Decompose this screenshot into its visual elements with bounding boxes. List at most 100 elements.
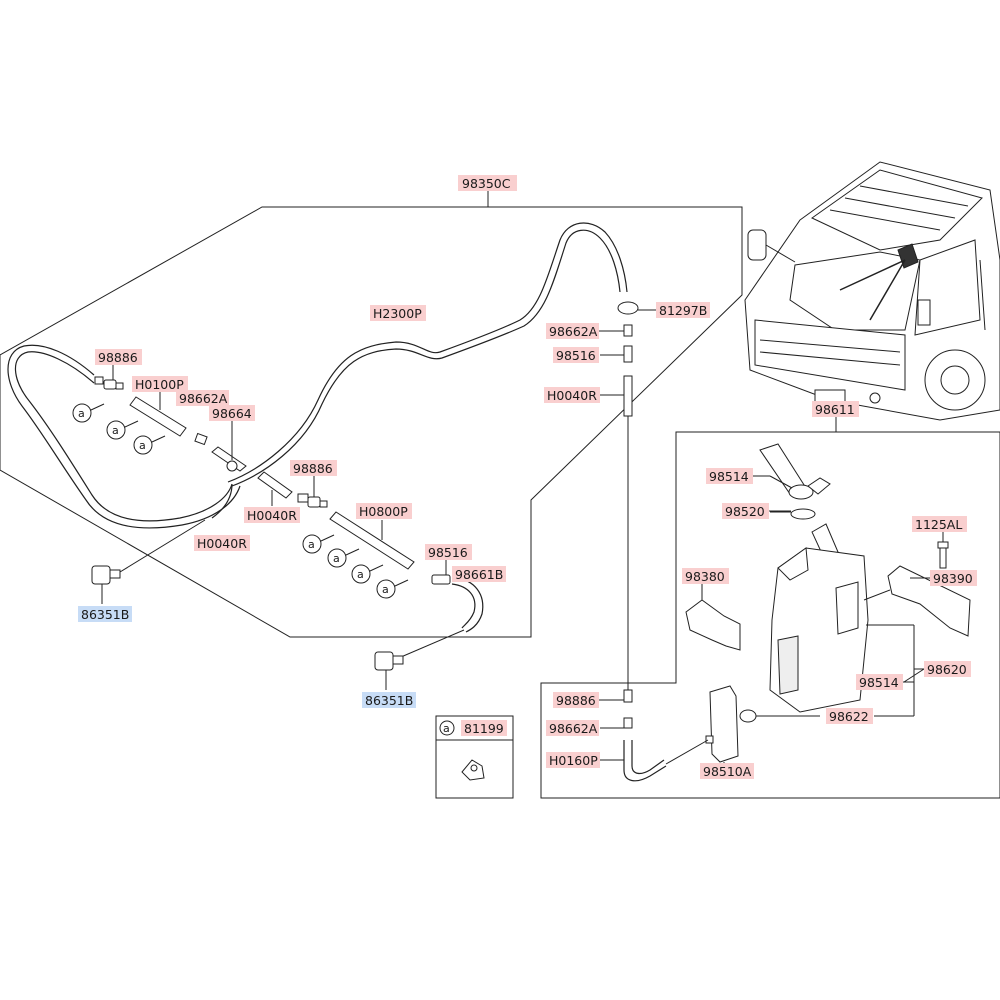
clip-86351b-bottom-shape: [374, 651, 404, 690]
part-label-bg: [176, 390, 229, 406]
hose-h0800p-shape: [329, 511, 415, 570]
callout-a-3: a: [139, 439, 146, 452]
label-98664[interactable]: 98664: [212, 406, 252, 421]
bracket-98380-shape: [685, 583, 741, 651]
tee-98664-shape: [211, 418, 247, 472]
joint-98662a-left-shape: [194, 432, 208, 446]
hose-h0100p-shape: [129, 390, 187, 437]
hose-h0040r-mid-shape: [257, 471, 293, 506]
label-98620[interactable]: 98620: [927, 662, 967, 677]
label-98390[interactable]: 98390: [933, 571, 973, 586]
pump-98510a-shape: [705, 685, 757, 770]
clip-86351b-left-shape: [91, 565, 121, 604]
part-label-bg: [95, 349, 142, 365]
part-label-bg: [546, 720, 599, 736]
part-label-bg: [553, 347, 599, 363]
part-label-bg: [132, 376, 188, 392]
label-98350c[interactable]: 98350C: [462, 176, 511, 191]
part-label-bg: [826, 708, 873, 724]
part-label-bg: [912, 516, 967, 532]
label-98662a-bottom[interactable]: 98662A: [549, 721, 598, 736]
part-label-bg: [924, 661, 971, 677]
filler-neck-shape: [759, 443, 839, 559]
label-98516-left[interactable]: 98516: [428, 545, 468, 560]
leader-lines-right: [756, 624, 925, 717]
truck-illustration: [744, 161, 1000, 421]
nozzle-98886-mid: [297, 475, 328, 508]
part-label-bg: [656, 302, 710, 318]
label-98886-mid[interactable]: 98886: [293, 461, 333, 476]
label-81199[interactable]: 81199: [464, 721, 504, 736]
label-81297b[interactable]: 81297B: [659, 303, 707, 318]
label-h0160p[interactable]: H0160P: [549, 753, 598, 768]
label-98510a[interactable]: 98510A: [703, 764, 752, 779]
label-h0040r-mid[interactable]: H0040R: [247, 508, 297, 523]
nozzle-98886-left: [94, 363, 124, 390]
label-leaders: [599, 330, 914, 701]
part-label-bg: [553, 692, 599, 708]
part-label-bg: [209, 405, 255, 421]
label-98886-left[interactable]: 98886: [98, 350, 138, 365]
part-label-bg: [546, 323, 599, 339]
part-label-bg: [700, 763, 754, 779]
callout-a-7: a: [382, 583, 389, 596]
valve-98516-left-shape: [431, 560, 451, 585]
hose-left-loop: [14, 351, 233, 522]
part-label-bg: [461, 720, 507, 736]
service-label-bg: [78, 606, 132, 622]
legend-symbol: a: [443, 722, 450, 735]
part-label-bg: [452, 566, 506, 582]
callout-a-group-mid: [302, 534, 409, 599]
label-98514-top[interactable]: 98514: [709, 469, 749, 484]
callout-a-2: a: [112, 424, 119, 437]
assembly-outline-98350c: [0, 191, 743, 638]
callout-a-1: a: [78, 407, 85, 420]
label-86351b-left[interactable]: 86351B: [81, 607, 129, 622]
callout-a-group-left: [72, 403, 166, 455]
label-98516-top[interactable]: 98516: [556, 348, 596, 363]
part-label-bg: [370, 305, 426, 321]
label-98622[interactable]: 98622: [829, 709, 869, 724]
callout-a-5: a: [333, 552, 340, 565]
hose-98661b-shape: [451, 583, 476, 629]
label-1125al[interactable]: 1125AL: [915, 517, 962, 532]
label-98661b[interactable]: 98661B: [455, 567, 503, 582]
label-h2300p[interactable]: H2300P: [373, 306, 422, 321]
part-label-bg: [544, 387, 600, 403]
label-h0100p[interactable]: H0100P: [135, 377, 184, 392]
callout-a-4: a: [308, 538, 315, 551]
hose-h0160p-shape: [623, 740, 667, 782]
part-label-bg: [458, 175, 517, 191]
label-98886-bottom[interactable]: 98886: [556, 693, 596, 708]
label-98611[interactable]: 98611: [815, 402, 855, 417]
label-h0800p[interactable]: H0800P: [359, 504, 408, 519]
service-label-bg: [362, 692, 416, 708]
part-labels: 98350C 98886 H0100P 98662A 98664 H2300P …: [78, 175, 977, 779]
callout-a-6: a: [357, 568, 364, 581]
label-98662a-left[interactable]: 98662A: [179, 391, 228, 406]
label-h0040r-left[interactable]: H0040R: [197, 536, 247, 551]
label-98514-side[interactable]: 98514: [859, 675, 899, 690]
label-h0040r-top[interactable]: H0040R: [547, 388, 597, 403]
part-label-bg: [682, 568, 729, 584]
label-98520[interactable]: 98520: [725, 504, 765, 519]
bottom-vertical-stack: [600, 689, 633, 761]
part-label-bg: [722, 503, 769, 519]
part-label-bg: [425, 544, 472, 560]
label-98380[interactable]: 98380: [685, 569, 725, 584]
part-label-bg: [244, 507, 300, 523]
part-label-bg: [856, 674, 903, 690]
part-label-bg: [706, 468, 753, 484]
hose-h2300p-shape: [227, 222, 628, 483]
washer-tank-shape: [769, 547, 891, 713]
top-vertical-stack: [600, 301, 656, 690]
part-label-bg: [290, 460, 337, 476]
label-98662a-top[interactable]: 98662A: [549, 324, 598, 339]
part-label-bg: [812, 401, 859, 417]
label-86351b-bottom[interactable]: 86351B: [365, 693, 413, 708]
bracket-98390-shape: [887, 565, 971, 637]
part-label-bg: [194, 535, 250, 551]
part-label-bg: [546, 752, 600, 768]
